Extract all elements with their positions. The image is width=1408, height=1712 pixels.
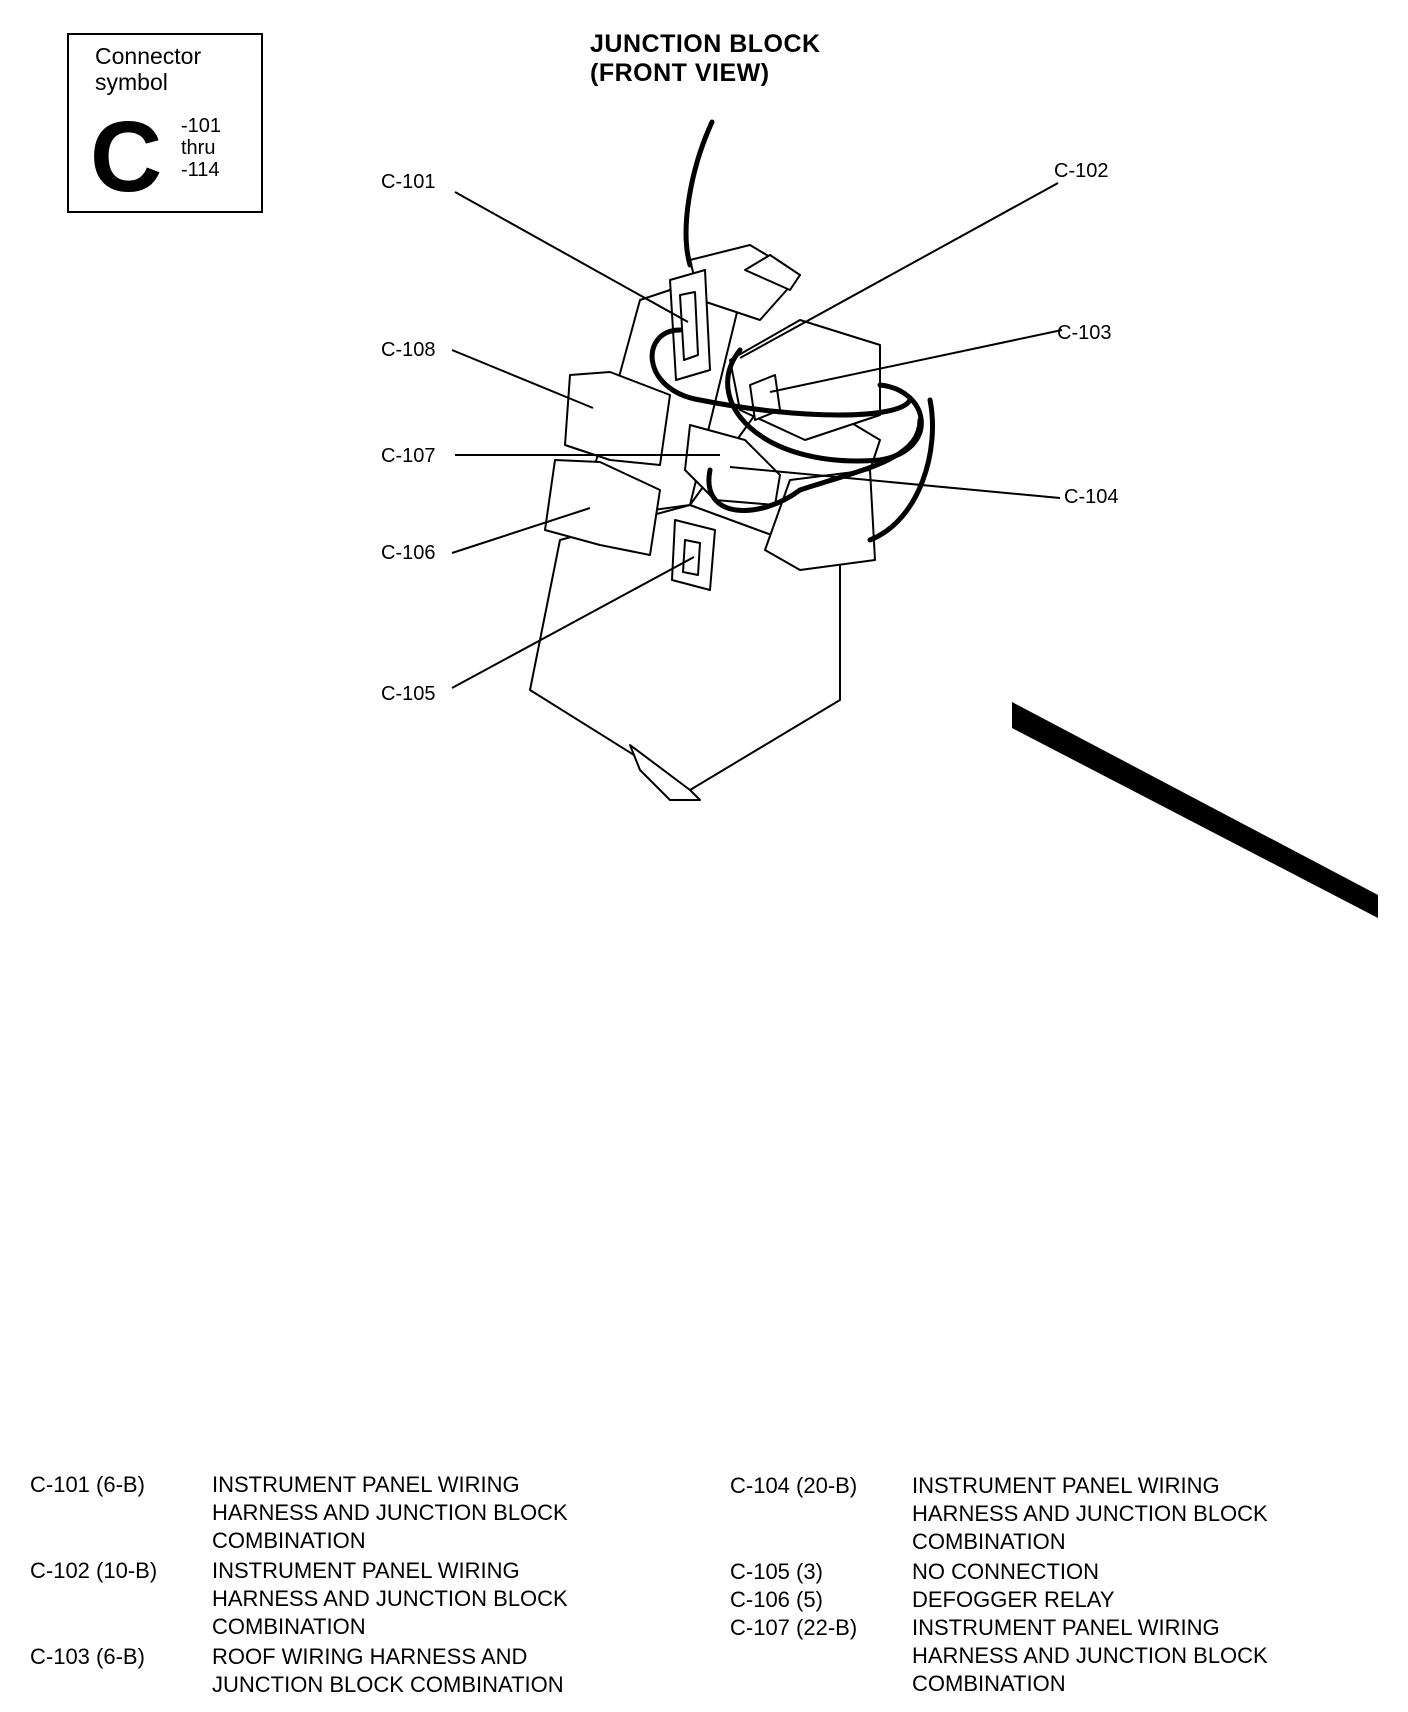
legend-connector-id: C-102 (10-B): [30, 1558, 158, 1583]
legend-description: ROOF WIRING HARNESS AND JUNCTION BLOCK C…: [212, 1643, 672, 1699]
c105-leader: [451, 556, 695, 689]
callout-c101: C-101: [381, 171, 436, 193]
legend-description: INSTRUMENT PANEL WIRING HARNESS AND JUNC…: [212, 1557, 672, 1641]
legend-connector-id: C-107 (22-B): [730, 1615, 858, 1640]
legend-line: NO CONNECTION: [912, 1559, 1099, 1584]
legend-line: JUNCTION BLOCK COMBINATION: [212, 1672, 564, 1697]
connector-symbol-title: Connector symbol: [95, 43, 201, 95]
c103-leader: [769, 329, 1063, 393]
connector-symbol-title-line1: Connector: [95, 43, 202, 69]
legend-connector-id: C-101 (6-B): [30, 1472, 145, 1497]
c106-leader: [451, 507, 591, 554]
connector-symbol-box: Connector symbol C -101 thru -114: [67, 33, 263, 213]
diagram-title: JUNCTION BLOCK (FRONT VIEW): [590, 30, 821, 88]
c101-slot: [679, 291, 699, 361]
callout-c107: C-107: [381, 445, 436, 467]
diagram-title-line2: (FRONT VIEW): [590, 59, 770, 87]
legend-connector-id: C-105 (3): [730, 1559, 823, 1584]
legend-line: INSTRUMENT PANEL WIRING: [912, 1473, 1220, 1498]
callout-c106: C-106: [381, 542, 436, 564]
callout-c108: C-108: [381, 339, 436, 361]
c108-leader: [451, 349, 594, 409]
c104-leader: [729, 466, 1061, 499]
connector-range-start: -101: [181, 115, 222, 137]
callout-c104: C-104: [1064, 486, 1119, 508]
connector-range-end: -114: [181, 159, 220, 181]
legend-line: INSTRUMENT PANEL WIRING: [912, 1615, 1220, 1640]
legend-line: COMBINATION: [212, 1528, 366, 1553]
legend-line: HARNESS AND JUNCTION BLOCK: [912, 1501, 1268, 1526]
callout-c102: C-102: [1054, 160, 1109, 182]
thick-diagonal-bar: [1012, 702, 1378, 918]
legend-line: COMBINATION: [912, 1671, 1066, 1696]
junction-block-top-tab: [744, 254, 801, 291]
legend-description: INSTRUMENT PANEL WIRING HARNESS AND JUNC…: [212, 1471, 672, 1555]
legend-line: HARNESS AND JUNCTION BLOCK: [212, 1586, 568, 1611]
c106-relay: [544, 459, 661, 556]
legend-connector-id: C-103 (6-B): [30, 1644, 145, 1669]
legend-description: DEFOGGER RELAY: [912, 1586, 1372, 1614]
harness-lower-wire: [867, 397, 935, 543]
legend-line: ROOF WIRING HARNESS AND: [212, 1644, 528, 1669]
harness-loop-2: [725, 347, 924, 464]
connector-symbol-letter: C: [90, 101, 163, 213]
connector-symbol-title-line2: symbol: [95, 69, 168, 95]
legend-line: COMBINATION: [212, 1614, 366, 1639]
c108-relay: [564, 371, 671, 466]
legend-line: HARNESS AND JUNCTION BLOCK: [212, 1500, 568, 1525]
legend-line: HARNESS AND JUNCTION BLOCK: [912, 1643, 1268, 1668]
legend-line: DEFOGGER RELAY: [912, 1587, 1115, 1612]
legend-description: INSTRUMENT PANEL WIRING HARNESS AND JUNC…: [912, 1614, 1372, 1698]
legend-line: COMBINATION: [912, 1529, 1066, 1554]
legend-connector-id: C-104 (20-B): [730, 1473, 858, 1498]
legend-line: INSTRUMENT PANEL WIRING: [212, 1472, 520, 1497]
legend-line: INSTRUMENT PANEL WIRING: [212, 1558, 520, 1583]
legend-description: INSTRUMENT PANEL WIRING HARNESS AND JUNC…: [912, 1472, 1372, 1556]
c102-leader: [739, 182, 1059, 359]
connector-symbol-range: -101 thru -114: [181, 115, 221, 181]
harness-top-wire: [683, 119, 715, 268]
callout-c105: C-105: [381, 683, 436, 705]
junction-block-bottom-tab: [629, 744, 701, 801]
connector-range-thru: thru: [181, 137, 216, 159]
legend-description: NO CONNECTION: [912, 1558, 1372, 1586]
harness-loop-3: [706, 417, 923, 513]
legend-connector-id: C-106 (5): [730, 1587, 823, 1612]
harness-loop-1: [649, 327, 913, 418]
diagram-title-line1: JUNCTION BLOCK: [590, 30, 821, 58]
c101-leader: [454, 191, 689, 323]
callout-c103: C-103: [1057, 322, 1112, 344]
